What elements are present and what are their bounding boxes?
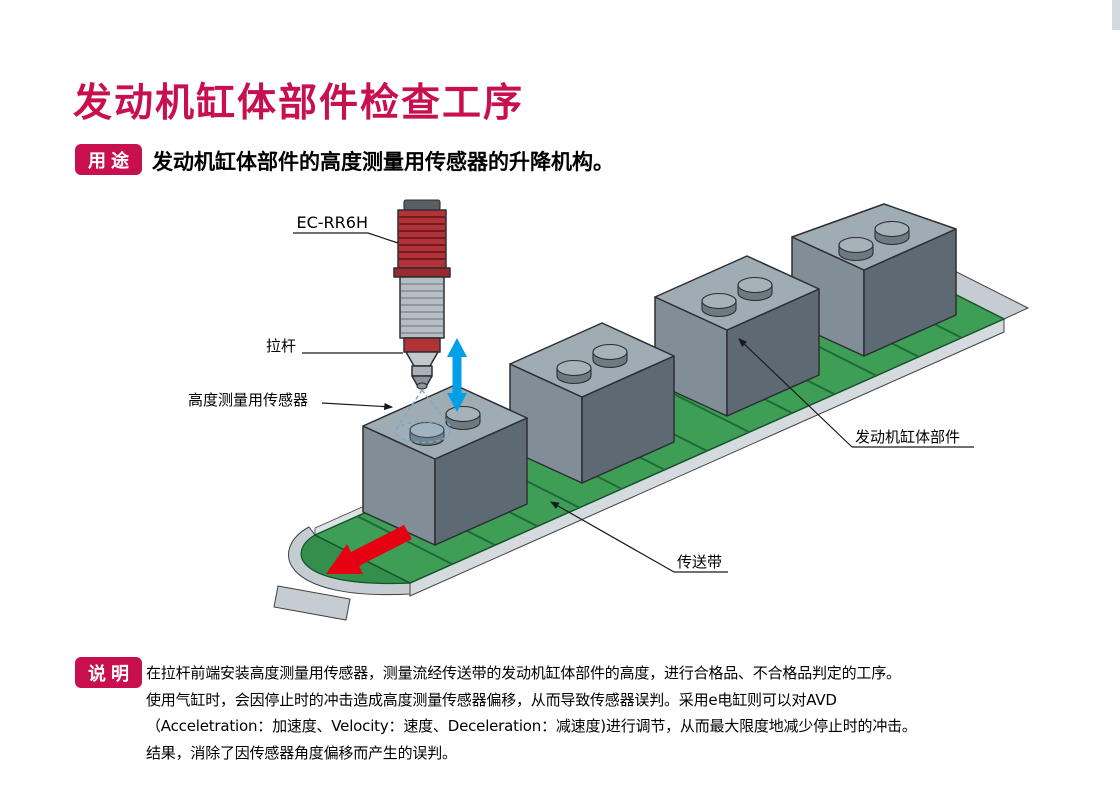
boss-icon (409, 421, 445, 447)
engine-part-box-2 (509, 322, 675, 484)
diagram-canvas: EC-RR6H 拉杆 高度测量用传感器 发动机缸体部件 传送带 (188, 199, 1030, 621)
explanation-line: 结果，消除了因传感器角度偏移而产生的误判。 (146, 743, 457, 762)
engine-part-box-4 (791, 203, 957, 357)
conveyor-label: 传送带 (677, 553, 722, 571)
actuator-model-label: EC-RR6H (297, 213, 369, 232)
page-title: 发动机缸体部件检查工序 (73, 81, 525, 126)
callout-conveyor: 传送带 (549, 501, 728, 573)
explanation-line: 使用气缸时，会因停止时的冲击造成高度测量传感器偏移，从而导致传感器误判。采用e电… (146, 690, 837, 709)
explain-badge: 说明 (75, 657, 142, 688)
explanation-line: （Acceletration：加速度、Velocity：速度、Decelerat… (146, 717, 917, 735)
purpose-text: 发动机缸体部件的高度测量用传感器的升降机构。 (152, 150, 614, 174)
actuator-cylinder (399, 276, 445, 339)
purpose-badge: 用途 (75, 144, 142, 175)
process-diagram: EC-RR6H 拉杆 高度测量用传感器 发动机缸体部件 传送带 (150, 180, 1030, 660)
boss-icon (592, 343, 628, 369)
callout-rod: 拉杆 (266, 337, 403, 355)
height-sensor-label: 高度测量用传感器 (188, 391, 308, 409)
boss-icon (737, 276, 773, 302)
engine-part-label: 发动机缸体部件 (855, 428, 960, 446)
page-edge-tab (1112, 0, 1120, 30)
callout-actuator-model: EC-RR6H (293, 213, 399, 244)
boss-icon (701, 292, 737, 318)
callout-height-sensor: 高度测量用传感器 (188, 391, 394, 411)
sensor-lens (416, 382, 428, 390)
conveyor-support (273, 585, 351, 621)
boss-icon (556, 359, 592, 385)
actuator-top-cap (403, 199, 441, 211)
boss-icon (445, 405, 481, 431)
boss-icon (838, 236, 874, 262)
rod-tip (411, 365, 433, 377)
engine-part-box-1 (362, 384, 528, 546)
flow-direction-arrow-icon (326, 525, 412, 574)
actuator-rod-housing (403, 337, 441, 353)
explanation-line: 在拉杆前端安装高度测量用传感器，测量流经传送带的发动机缸体部件的高度，进行合格品… (146, 664, 901, 682)
actuator-flange (393, 267, 451, 278)
engine-part-box-3 (654, 255, 820, 417)
explanation-text: 在拉杆前端安装高度测量用传感器，测量流经传送带的发动机缸体部件的高度，进行合格品… (146, 660, 986, 766)
measurement-cone (395, 389, 451, 444)
rod-label: 拉杆 (266, 337, 296, 355)
callout-engine-part: 发动机缸体部件 (738, 338, 974, 448)
actuator-ec-rr6h (393, 199, 451, 390)
boss-icon (874, 220, 910, 246)
rod-nozzle (405, 351, 439, 367)
up-down-arrow-icon (447, 338, 467, 412)
